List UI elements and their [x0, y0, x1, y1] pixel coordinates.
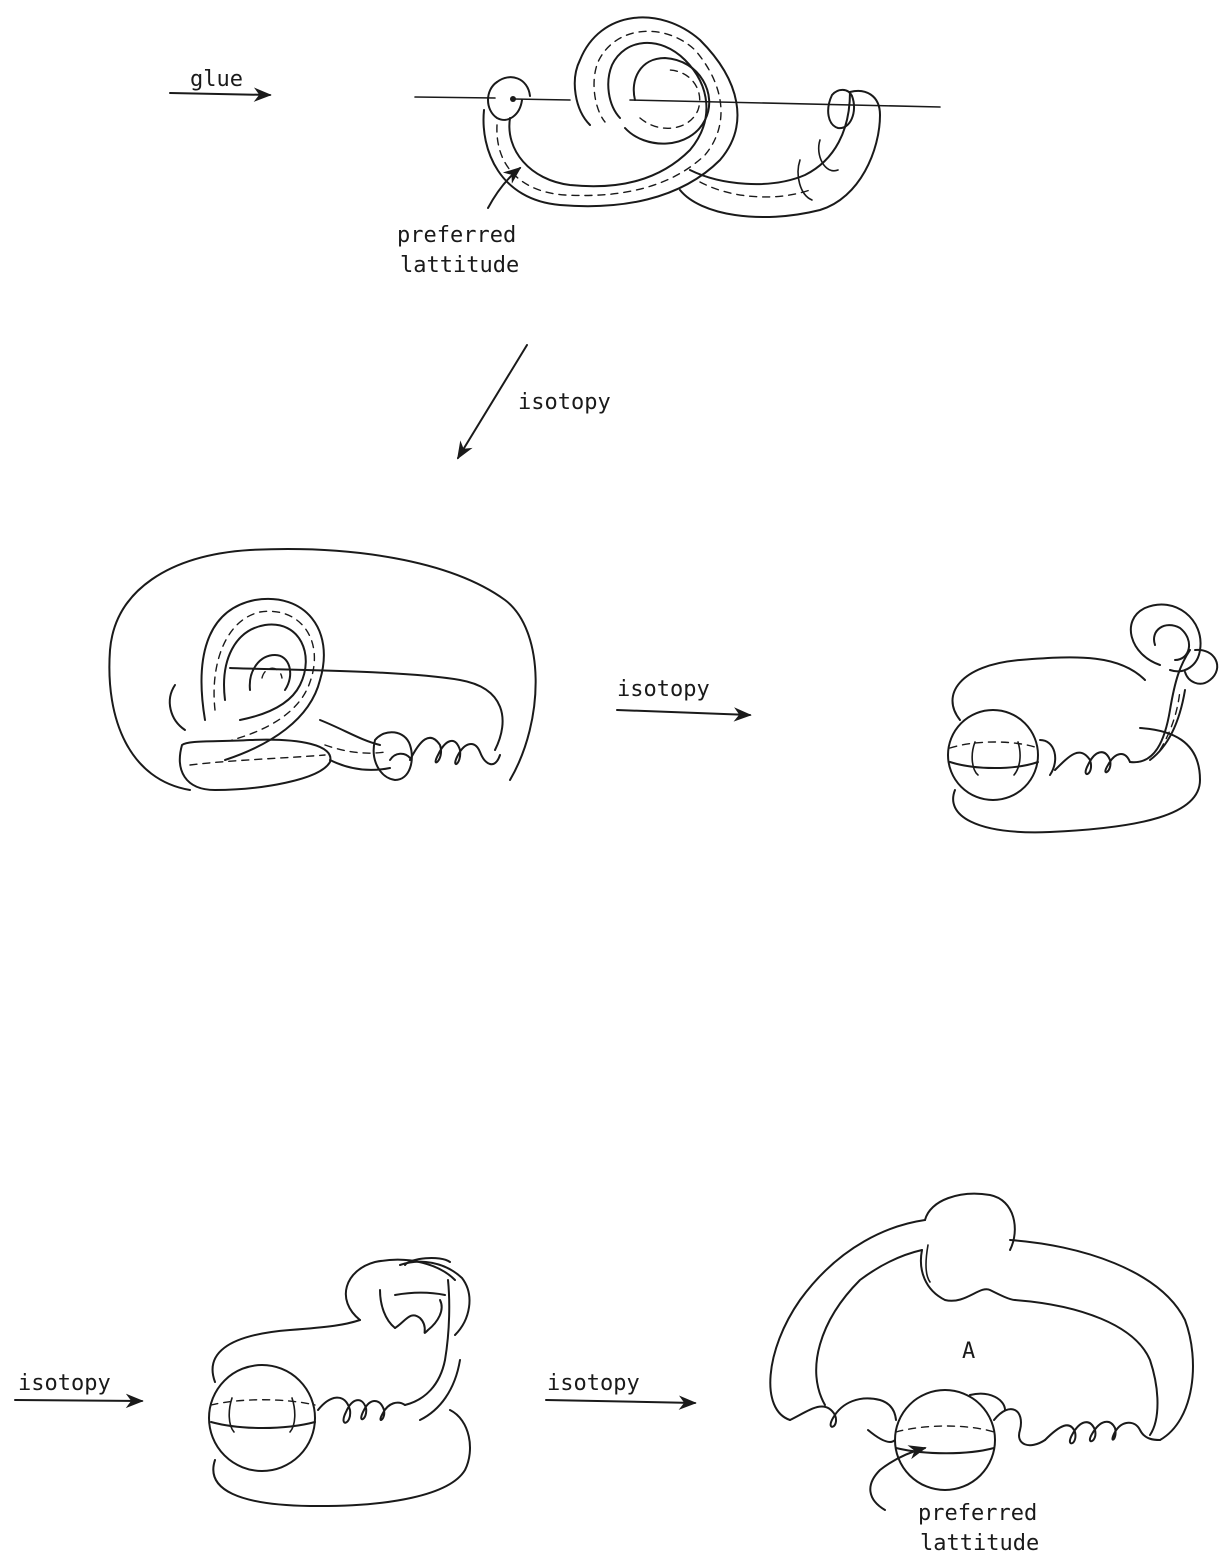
- isotopy-arrow-middle: isotopy: [617, 677, 750, 715]
- point-a-label: A: [962, 1339, 975, 1364]
- middle-right-figure: [948, 604, 1217, 832]
- isotopy-label-1: isotopy: [518, 390, 611, 415]
- bottom-right-figure: A: [770, 1194, 1193, 1490]
- top-handlebody-figure: [415, 17, 940, 217]
- isotopy-arrow-bottom-right: isotopy: [546, 1371, 695, 1403]
- isotopy-arrow-bottom-left: isotopy: [15, 1371, 142, 1401]
- isotopy-label-4: isotopy: [547, 1371, 640, 1396]
- preferred-label-2: preferred: [918, 1501, 1037, 1526]
- preferred-label-1: preferred: [397, 223, 516, 248]
- glue-label: glue: [190, 67, 243, 92]
- preferred-latitude-callout-1: preferred lattitude: [397, 168, 520, 278]
- isotopy-arrow-diagonal: isotopy: [458, 345, 611, 458]
- bottom-left-figure: [209, 1258, 470, 1506]
- latitude-label-1: lattitude: [400, 253, 519, 278]
- isotopy-label-2: isotopy: [617, 677, 710, 702]
- middle-left-figure: [109, 549, 535, 790]
- glue-arrow: glue: [170, 67, 270, 95]
- preferred-latitude-callout-2: preferred lattitude: [870, 1448, 1039, 1556]
- isotopy-label-3: isotopy: [18, 1371, 111, 1396]
- latitude-label-2: lattitude: [920, 1531, 1039, 1556]
